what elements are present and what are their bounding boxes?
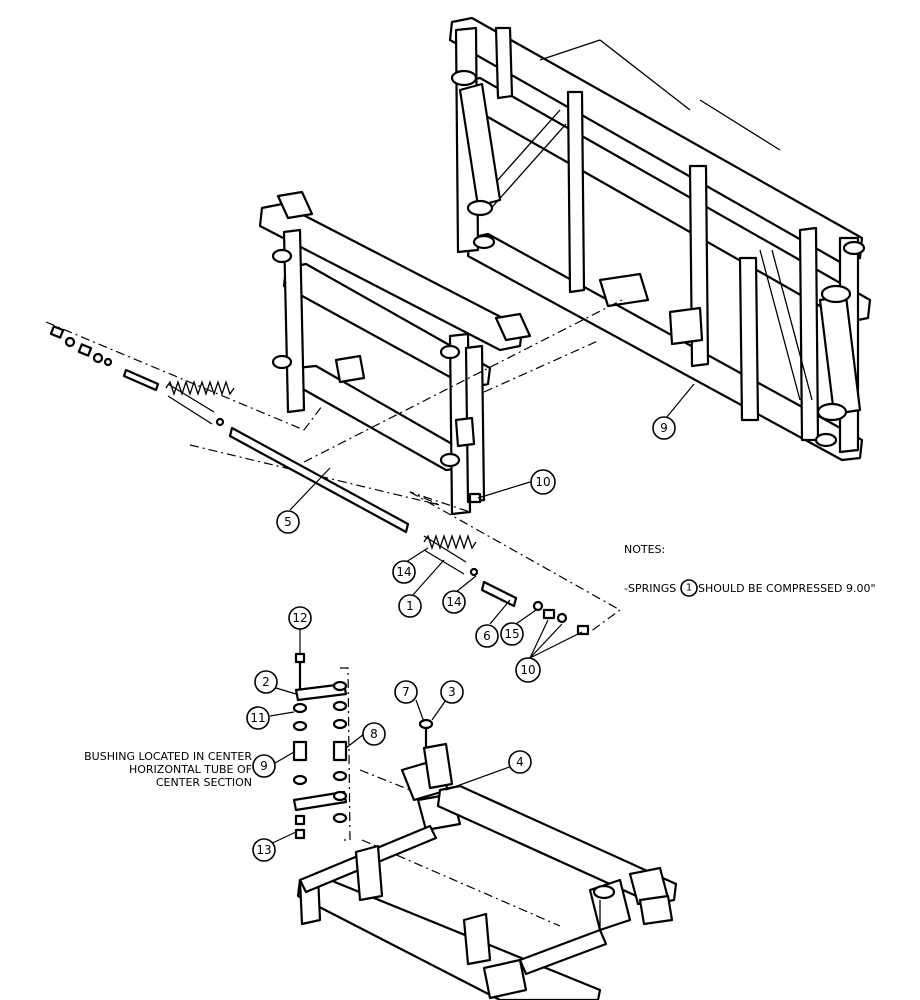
callout-10-upper: 10	[530, 469, 556, 495]
notes-ref-1: 1	[680, 579, 698, 597]
callout-9-bushing: 9	[252, 754, 276, 778]
callout-14-right: 14	[442, 590, 466, 614]
callout-6: 6	[475, 624, 499, 648]
linkage-parts	[292, 652, 434, 840]
svg-text:1: 1	[406, 599, 414, 613]
callout-2: 2	[254, 670, 278, 694]
callout-4: 4	[508, 750, 532, 774]
svg-text:3: 3	[448, 685, 456, 699]
notes-line-suffix: SHOULD BE COMPRESSED 9.00"	[698, 582, 876, 595]
spring-right	[423, 533, 477, 575]
svg-text:12: 12	[292, 611, 307, 625]
svg-text:5: 5	[284, 515, 292, 529]
callout-1: 1	[398, 594, 422, 618]
bushing-note-line2: HORIZONTAL TUBE OF	[129, 763, 252, 776]
svg-text:10: 10	[535, 475, 550, 489]
svg-text:13: 13	[256, 843, 271, 857]
center-frame-assembly	[258, 190, 532, 516]
svg-text:7: 7	[402, 685, 410, 699]
bushing-note: BUSHING LOCATED IN CENTER HORIZONTAL TUB…	[84, 750, 252, 789]
callout-12: 12	[288, 606, 312, 630]
svg-text:1: 1	[686, 583, 692, 594]
svg-text:14: 14	[396, 565, 411, 579]
rear-frame-assembly	[448, 16, 872, 462]
spring-left	[165, 379, 235, 425]
notes-heading: NOTES:	[624, 543, 665, 556]
callout-11: 11	[246, 706, 270, 730]
svg-text:9: 9	[660, 421, 668, 435]
bushing-note-line3: CENTER SECTION	[156, 776, 252, 789]
callout-14-left: 14	[392, 560, 416, 584]
bushing-note-line1: BUSHING LOCATED IN CENTER	[84, 750, 252, 763]
notes-block: NOTES: -SPRINGS 1 SHOULD BE COMPRESSED 9…	[624, 543, 876, 597]
svg-text:15: 15	[504, 627, 519, 641]
callout-7: 7	[394, 680, 418, 704]
svg-text:2: 2	[262, 675, 270, 689]
callout-9-frame: 9	[652, 416, 676, 440]
svg-text:10: 10	[520, 663, 535, 677]
notes-line-prefix: -SPRINGS	[624, 582, 676, 595]
svg-text:8: 8	[370, 727, 378, 741]
callout-8: 8	[362, 722, 386, 746]
svg-text:6: 6	[483, 629, 491, 643]
callout-15: 15	[500, 622, 524, 646]
callout-10-lower: 10	[515, 657, 541, 683]
svg-text:11: 11	[250, 711, 265, 725]
svg-text:4: 4	[516, 755, 524, 769]
callout-5: 5	[276, 510, 300, 534]
svg-text:14: 14	[446, 595, 461, 609]
callout-3: 3	[440, 680, 464, 704]
callout-13: 13	[252, 838, 276, 862]
svg-text:9: 9	[260, 759, 268, 773]
bottom-frame-assembly	[296, 742, 678, 1000]
